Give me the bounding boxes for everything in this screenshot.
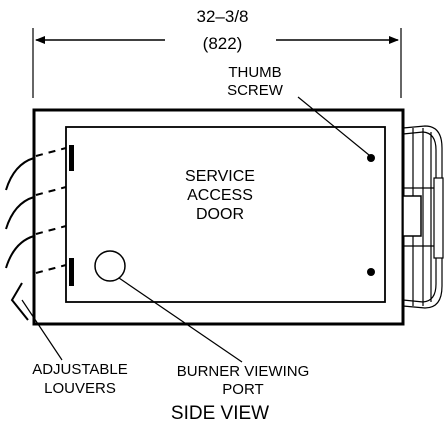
door-hinge-top [69, 145, 74, 171]
thumb-screw-label-line-1: THUMB [228, 64, 282, 81]
louver-dash-1 [35, 147, 67, 157]
burner-viewing-port-label-line-1: BURNER VIEWING [176, 363, 310, 380]
louver-vane-1 [5, 157, 35, 191]
louver-dash-2 [35, 186, 67, 196]
leader-lines [21, 96, 370, 363]
service-access-door-label-line-2: ACCESS [187, 187, 253, 204]
burner-port-leader [118, 277, 243, 363]
thumb-screw-label-line-2: SCREW [227, 82, 283, 99]
burner-viewing-port-label-line-2: PORT [222, 381, 264, 398]
adjustable-louvers-label-line-2: LOUVERS [44, 380, 116, 397]
rear-fan-assembly [402, 125, 444, 309]
adjustable-louvers [5, 147, 67, 321]
adjustable-louvers-label-line-1: ADJUSTABLE [32, 361, 128, 378]
fan-motor-housing [402, 195, 422, 237]
service-access-door-label-line-3: DOOR [196, 206, 244, 223]
door-hinge-bottom [69, 258, 74, 286]
louver-vane-2 [5, 196, 35, 230]
louver-vane-3 [5, 235, 35, 269]
thumb-screw-leader [297, 96, 370, 156]
louvers-leader [21, 299, 63, 361]
burner-viewing-port [94, 250, 126, 282]
louver-dash-3 [35, 225, 67, 235]
width-dimension [32, 28, 402, 98]
dimension-imperial: 32–3/8 [196, 7, 249, 26]
louver-dash-4 [35, 264, 67, 274]
dimension-metric: (822) [202, 34, 243, 53]
service-access-door-panel [65, 126, 386, 303]
louver-vane-bottom [10, 282, 29, 321]
fan-hub [433, 177, 444, 259]
service-access-door-label-line-1: SERVICE [185, 168, 255, 185]
thumb-screw-top [367, 154, 375, 162]
view-title: SIDE VIEW [170, 403, 270, 424]
thumb-screw-bottom [367, 268, 375, 276]
